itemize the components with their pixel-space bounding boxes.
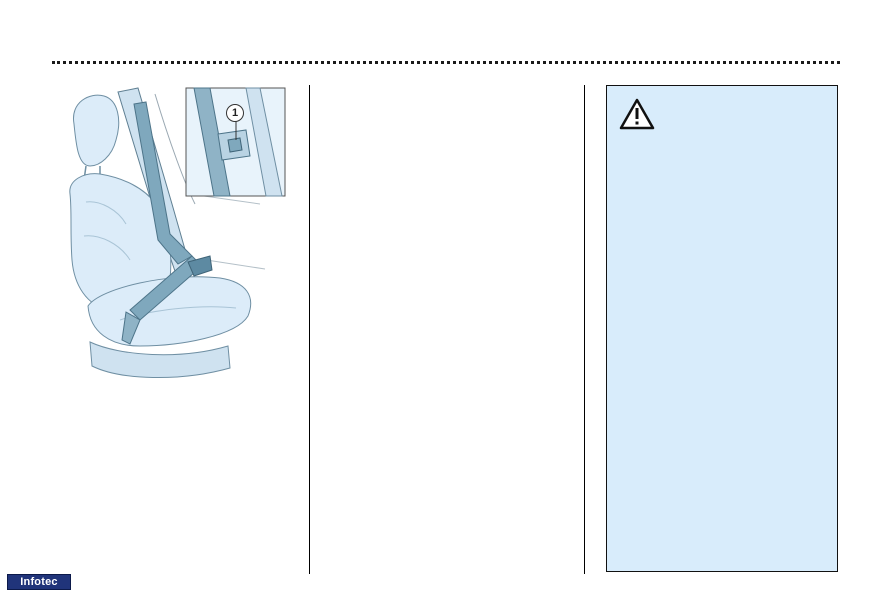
warning-panel (606, 85, 838, 572)
warning-triangle-icon (619, 98, 655, 130)
infotec-logo: Infotec (7, 574, 71, 590)
callout-number: 1 (231, 107, 239, 119)
seat-belt-illustration (69, 87, 286, 378)
logo-text: Infotec (20, 576, 58, 588)
callout-marker: 1 (226, 104, 244, 122)
header-dotted-rule (52, 61, 840, 64)
column-divider-left (309, 85, 310, 574)
column-divider-right (584, 85, 585, 574)
